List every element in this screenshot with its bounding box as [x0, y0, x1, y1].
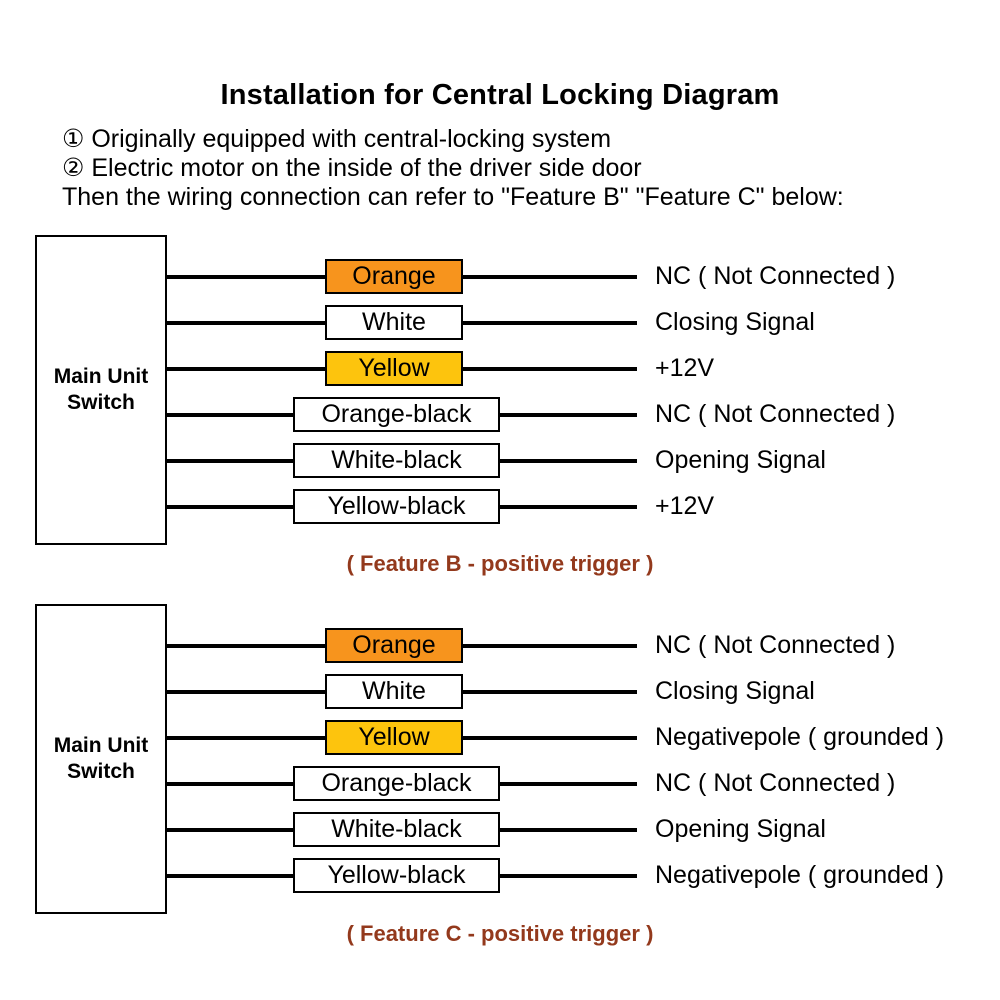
wire-label-box: White — [325, 674, 463, 709]
note-line-1: ① Originally equipped with central-locki… — [62, 125, 612, 153]
note-line-2: ② Electric motor on the inside of the dr… — [62, 154, 642, 182]
signal-label: Closing Signal — [655, 677, 815, 705]
main-unit-switch-box: Main Unit Switch — [35, 235, 167, 545]
signal-label: Negativepole ( grounded ) — [655, 861, 945, 889]
signal-label: NC ( Not Connected ) — [655, 769, 896, 797]
signal-label: NC ( Not Connected ) — [655, 262, 896, 290]
note-line-3: Then the wiring connection can refer to … — [62, 183, 844, 211]
signal-label: Closing Signal — [655, 308, 815, 336]
wire-label-box: Orange-black — [293, 397, 500, 432]
wire-label-box: Orange-black — [293, 766, 500, 801]
signal-label: Negativepole ( grounded ) — [655, 723, 945, 751]
signal-label: +12V — [655, 492, 715, 520]
wire-label-box: Yellow-black — [293, 858, 500, 893]
feature-c-caption: ( Feature C - positive trigger ) — [346, 921, 654, 946]
signal-label: +12V — [655, 354, 715, 382]
signal-label: Opening Signal — [655, 446, 826, 474]
feature-c-diagram: Main Unit Switch Orange NC ( Not Connect… — [0, 604, 1000, 914]
signal-label: NC ( Not Connected ) — [655, 400, 896, 428]
signal-label: NC ( Not Connected ) — [655, 631, 896, 659]
signal-label: Opening Signal — [655, 815, 826, 843]
feature-b-diagram: Main Unit Switch Orange NC ( Not Connect… — [0, 235, 1000, 545]
wire-label-box: Orange — [325, 628, 463, 663]
wire-label-box: Yellow — [325, 351, 463, 386]
wire-label-box: White-black — [293, 443, 500, 478]
wire-label-box: Yellow-black — [293, 489, 500, 524]
page-title: Installation for Central Locking Diagram — [220, 79, 780, 111]
wire-label-box: Yellow — [325, 720, 463, 755]
wire-label-box: White-black — [293, 812, 500, 847]
wire-label-box: White — [325, 305, 463, 340]
feature-b-caption: ( Feature B - positive trigger ) — [346, 551, 654, 576]
main-unit-switch-box: Main Unit Switch — [35, 604, 167, 914]
wire-label-box: Orange — [325, 259, 463, 294]
